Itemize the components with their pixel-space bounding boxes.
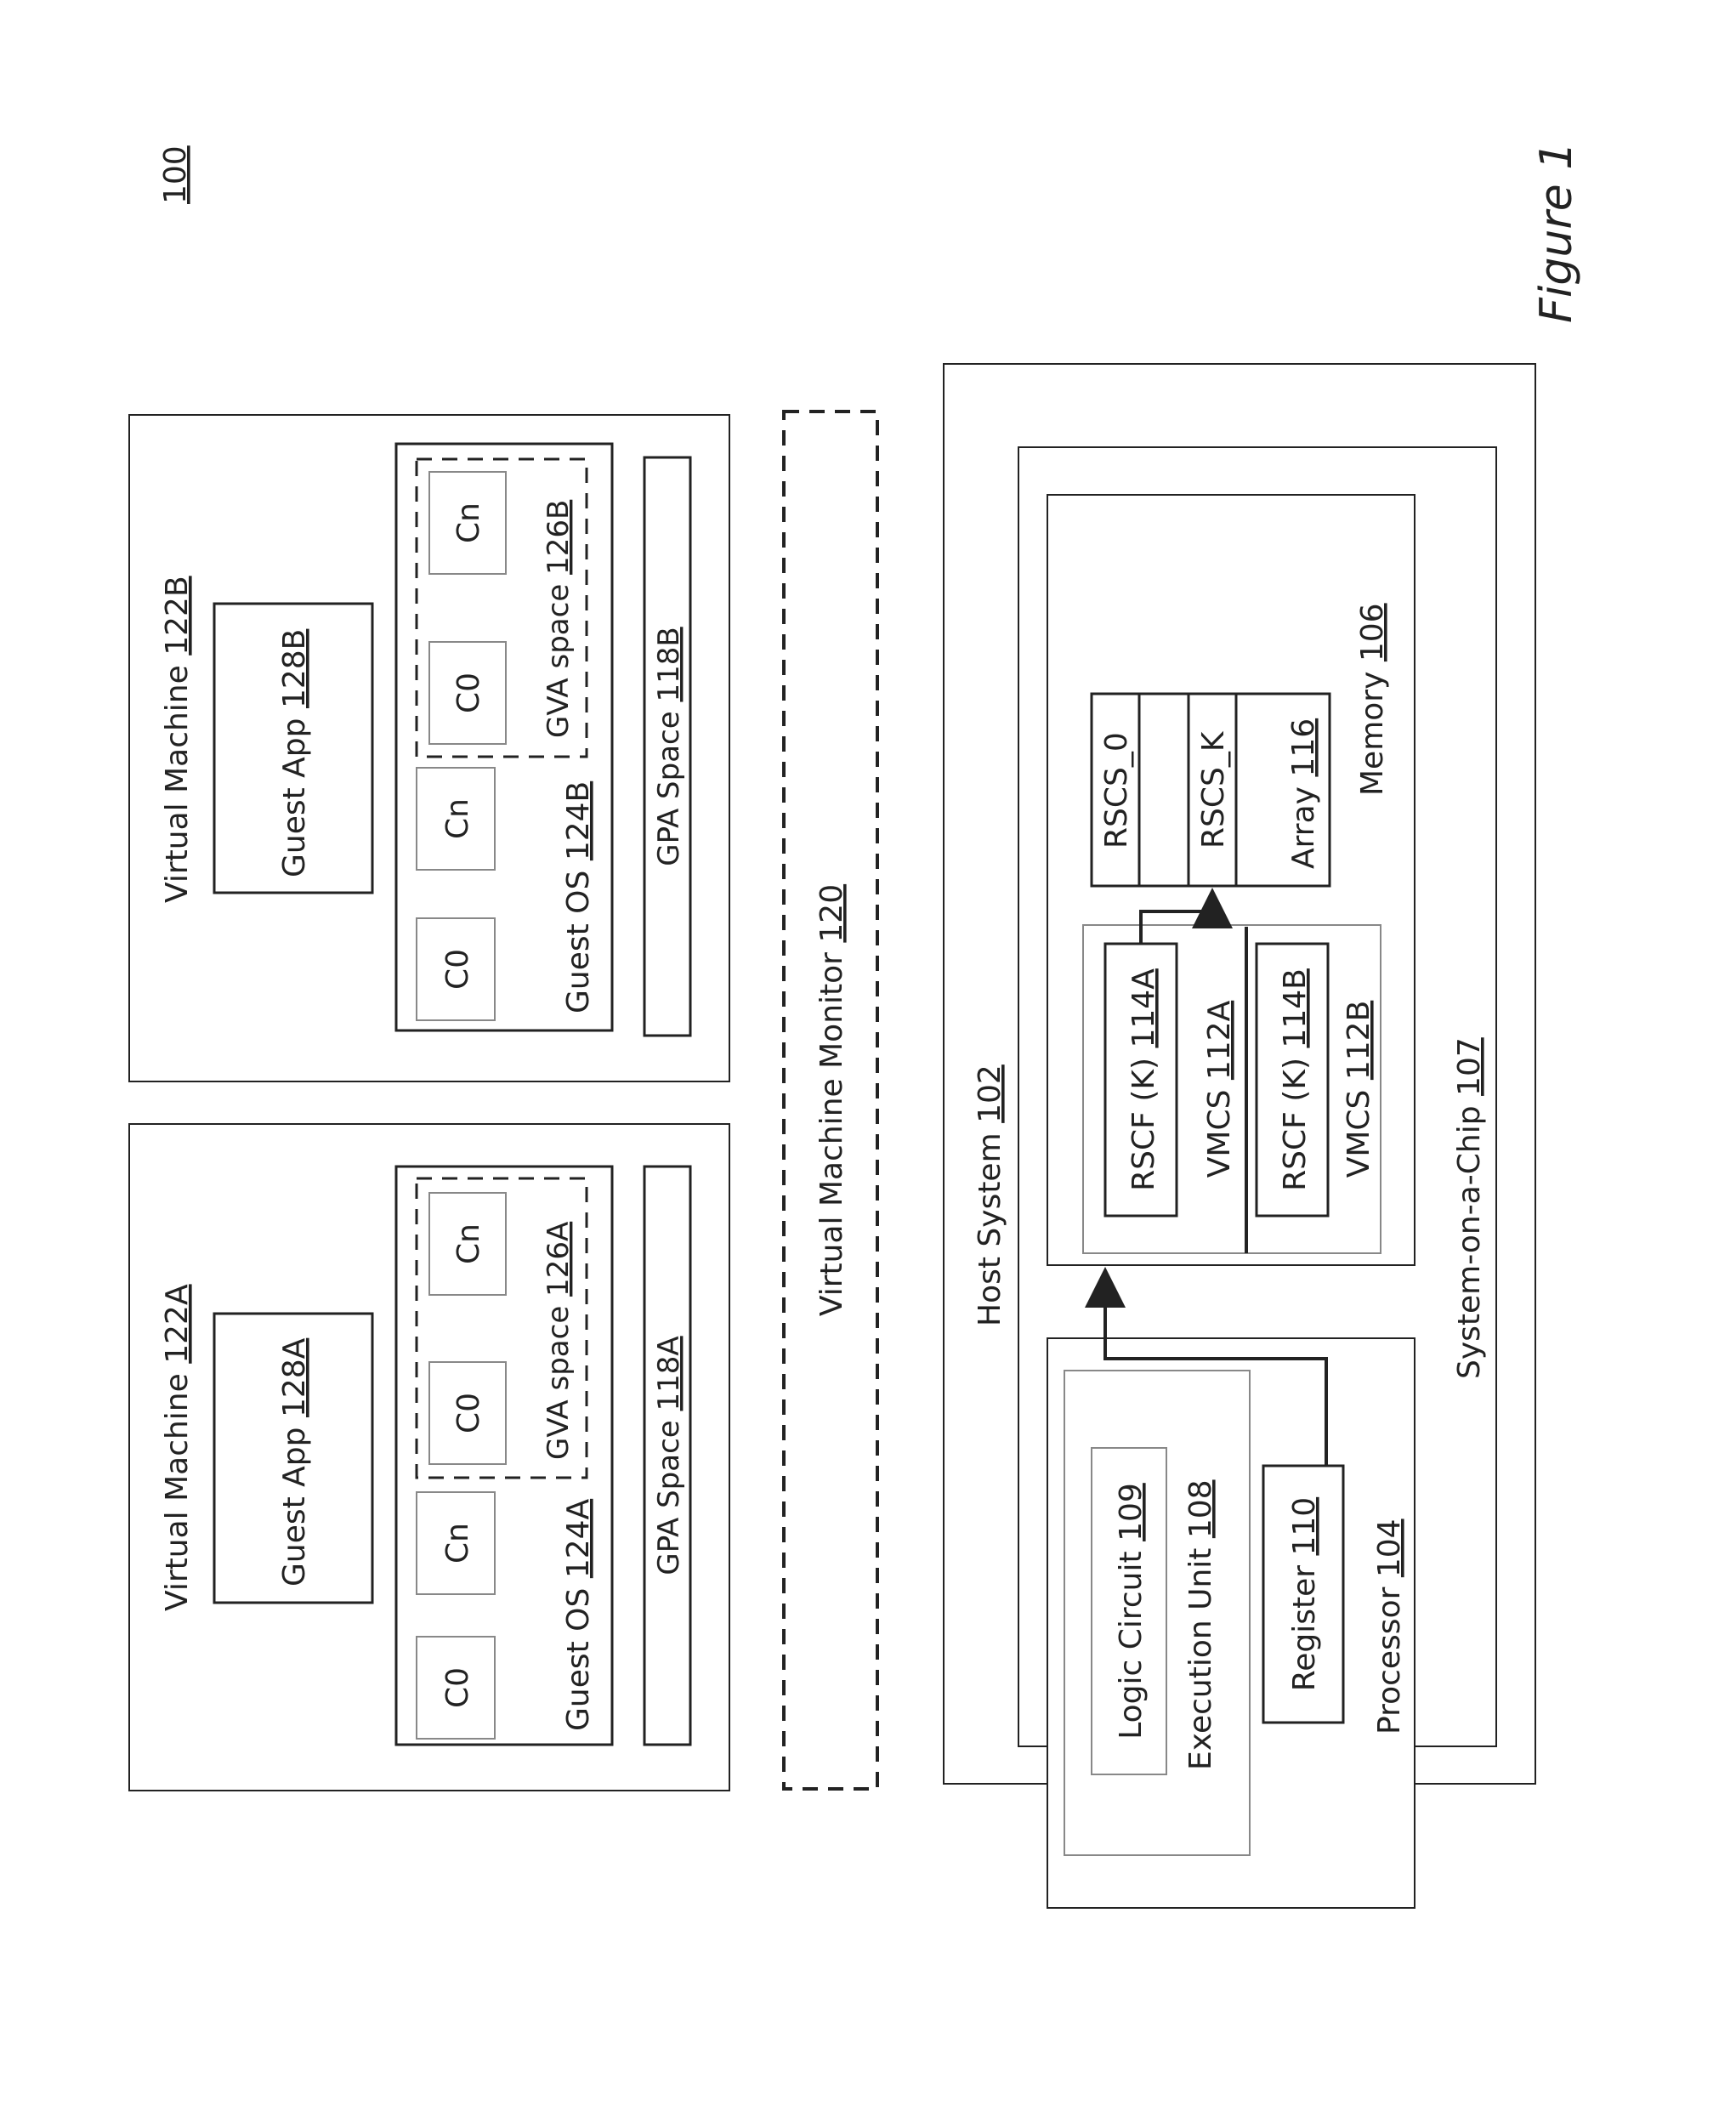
processor-label: Processor 104 [1372,1518,1407,1734]
register-110: Register 110 [1263,1466,1343,1723]
host-system-102: Host System 102 System-on-a-Chip 107 Pro… [944,364,1535,1908]
vm-b-label: Virtual Machine 122B [160,576,195,903]
virtual-machine-122a: Virtual Machine 122A Guest App 128A Gues… [129,1124,729,1791]
rscs-k-label: RSCS_K [1196,730,1231,849]
guest-os-a-cn: Cn [440,1523,475,1564]
vmm-label: Virtual Machine Monitor 120 [814,884,849,1316]
vmcs-group: RSCF (K) 114A VMCS 112A RSCF (K) 114B VM… [1083,925,1381,1253]
figure-caption: Figure 1 [1531,142,1582,323]
memory-106: Memory 106 RSCF (K) 114A VMCS 112A RSCF … [1047,495,1415,1265]
system-on-a-chip-107: System-on-a-Chip 107 Processor 104 Execu… [1018,447,1496,1908]
guest-os-a-c0: C0 [440,1667,475,1708]
guest-os-124a: Guest OS 124A C0 Cn GVA space 126A C0 Cn [396,1167,612,1745]
register-label: Register 110 [1287,1497,1322,1691]
array-116: RSCS_0 RSCS_K Array 116 [1092,694,1330,886]
guest-app-b-label: Guest App 128B [277,629,312,877]
vmcs-a-label: VMCS 112A [1202,1000,1237,1178]
gva-space-126b: GVA space 126B C0 Cn [417,459,587,757]
guest-app-a-label: Guest App 128A [277,1337,312,1587]
virtual-machine-monitor-120: Virtual Machine Monitor 120 [784,412,877,1789]
rscs-0-label: RSCS_0 [1099,732,1134,849]
array-label: Array 116 [1286,718,1321,869]
guest-app-128b: Guest App 128B [214,604,372,893]
guest-os-b-c0: C0 [440,949,475,990]
host-system-label: Host System 102 [973,1064,1007,1326]
guest-os-a-label: Guest OS 124A [561,1498,596,1731]
gva-a-c0: C0 [451,1393,486,1433]
logic-circuit-label: Logic Circuit 109 [1114,1483,1149,1740]
gva-space-a-label: GVA space 126A [542,1222,576,1460]
guest-app-128a: Guest App 128A [214,1314,372,1603]
figure-ref: 100 [158,145,193,204]
guest-os-b-label: Guest OS 124B [561,781,596,1013]
gva-b-c0: C0 [451,673,486,713]
rscf-a-label: RSCF (K) 114A [1126,968,1161,1191]
execution-unit-label: Execution Unit 108 [1183,1479,1218,1770]
guest-os-b-cn: Cn [440,798,475,839]
gpa-space-118b: GPA Space 118B [644,457,690,1036]
rscf-b-label: RSCF (K) 114B [1278,968,1313,1191]
gpa-space-a-label: GPA Space 118A [652,1336,686,1575]
virtual-machine-122b: Virtual Machine 122B Guest App 128B Gues… [129,415,729,1081]
vmcs-b-label: VMCS 112B [1342,1001,1376,1178]
gpa-space-b-label: GPA Space 118B [652,627,686,866]
guest-os-124b: Guest OS 124B C0 Cn GVA space 126B C0 Cn [396,444,612,1030]
gva-space-126a: GVA space 126A C0 Cn [417,1178,587,1478]
processor-104: Processor 104 Execution Unit 108 Logic C… [1047,1338,1415,1908]
vm-a-label: Virtual Machine 122A [160,1284,195,1611]
gva-a-cn: Cn [451,1223,486,1264]
execution-unit-108: Execution Unit 108 Logic Circuit 109 [1064,1371,1250,1855]
gva-space-b-label: GVA space 126B [542,500,576,738]
soc-label: System-on-a-Chip 107 [1452,1037,1487,1379]
gva-b-cn: Cn [451,502,486,543]
gpa-space-118a: GPA Space 118A [644,1167,690,1745]
memory-label: Memory 106 [1355,603,1390,796]
